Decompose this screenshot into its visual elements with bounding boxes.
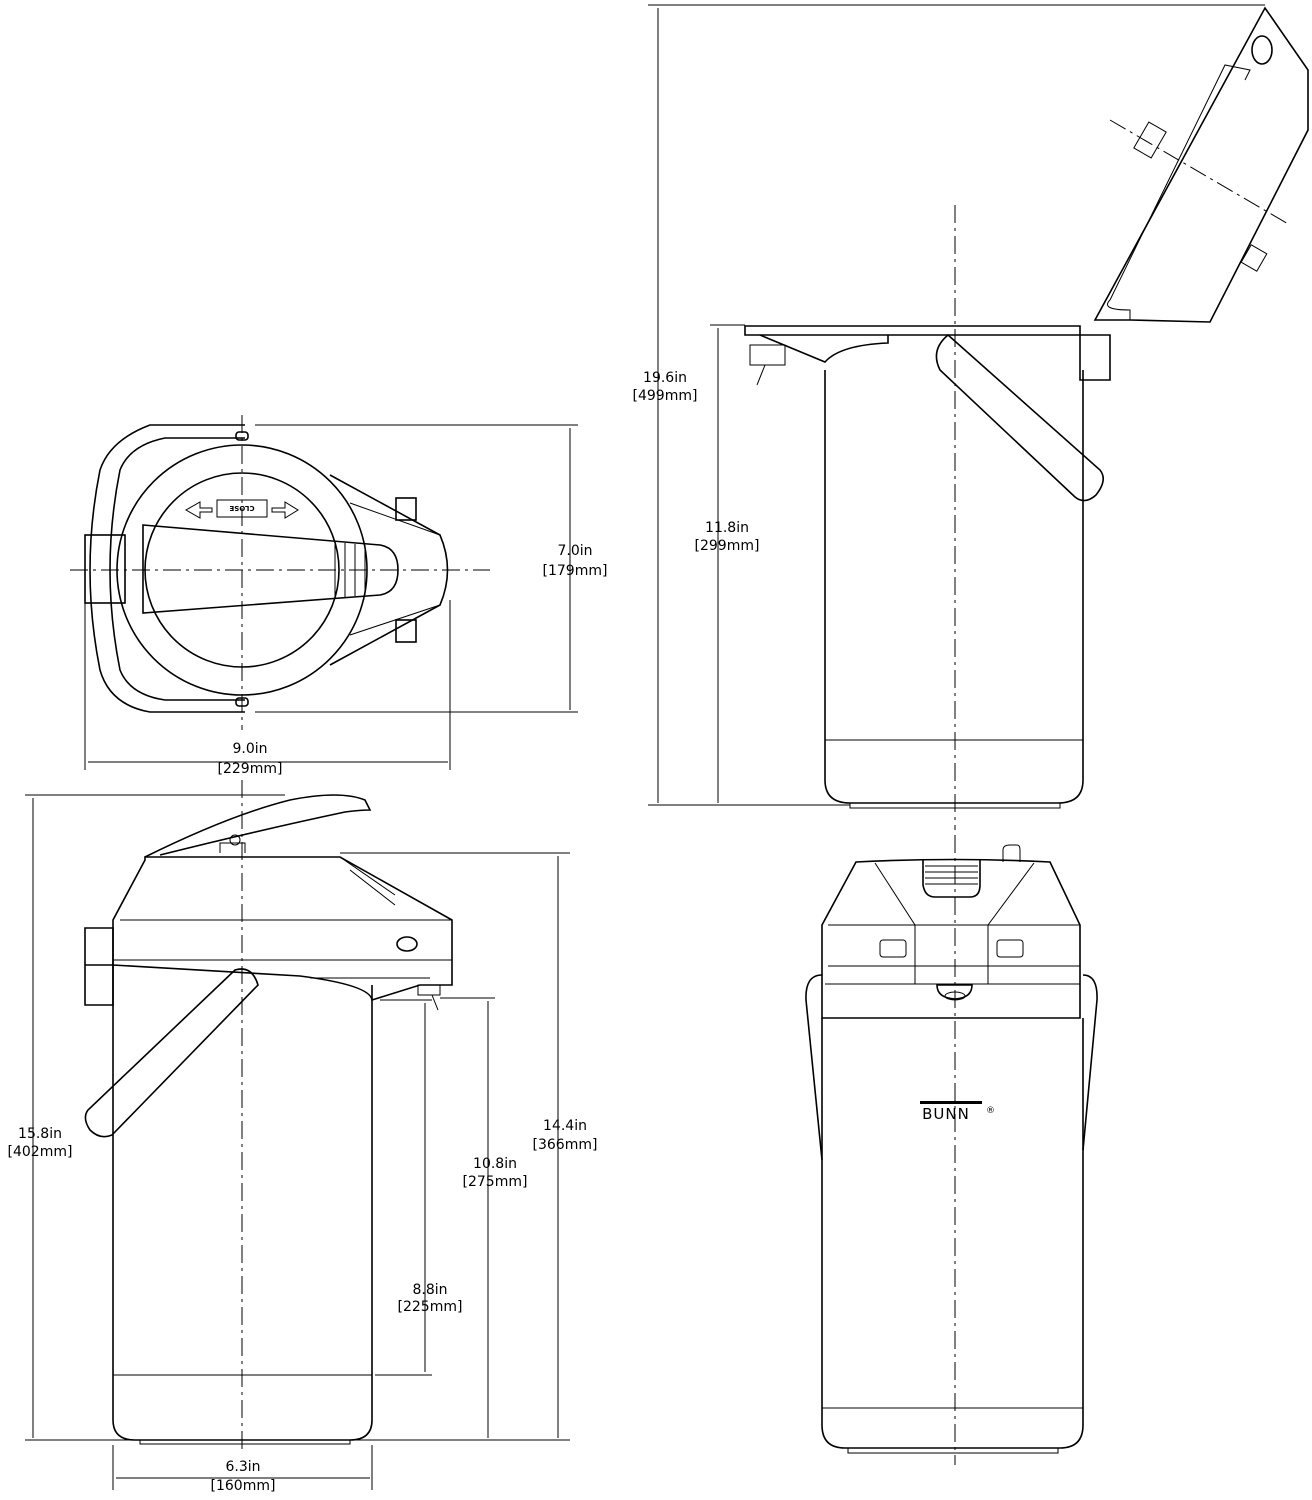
- dim-label: 14.4in: [543, 1118, 587, 1134]
- dim-label: 11.8in: [705, 520, 749, 536]
- front-view: BUNN ®: [805, 835, 1098, 1465]
- dim-label: [299mm]: [695, 538, 760, 554]
- dim-label: [160mm]: [211, 1478, 276, 1494]
- dim-label: 15.8in: [18, 1126, 62, 1142]
- brand-logo: BUNN: [922, 1105, 970, 1123]
- dim-label: [225mm]: [398, 1299, 463, 1315]
- dim-label: [366mm]: [533, 1137, 598, 1153]
- top-view: CLOSE: [70, 415, 490, 730]
- dim-label: [275mm]: [463, 1174, 528, 1190]
- dim-width-top: 7.0in [179mm] 9.0in [229mm]: [84, 424, 608, 777]
- dim-label: [179mm]: [543, 563, 608, 579]
- dim-label: 10.8in: [473, 1156, 517, 1172]
- logo-bar: [920, 1101, 982, 1104]
- dim-label: 7.0in: [557, 543, 592, 559]
- dim-label: 19.6in: [643, 370, 687, 386]
- registered-mark: ®: [986, 1106, 995, 1116]
- dim-label: [229mm]: [218, 761, 283, 777]
- dim-label: 9.0in: [232, 741, 267, 757]
- rear-view-open: [744, 6, 1309, 830]
- dim-side: 15.8in [402mm] 14.4in [366mm] 10.8in [27…: [8, 794, 598, 1494]
- dim-label: [402mm]: [8, 1144, 73, 1160]
- dim-label: [499mm]: [633, 388, 698, 404]
- dim-label: 6.3in: [225, 1459, 260, 1475]
- dim-rear: 19.6in [499mm] 11.8in [299mm]: [633, 4, 1265, 806]
- dim-label: 8.8in: [412, 1282, 447, 1298]
- side-view: [84, 780, 453, 1450]
